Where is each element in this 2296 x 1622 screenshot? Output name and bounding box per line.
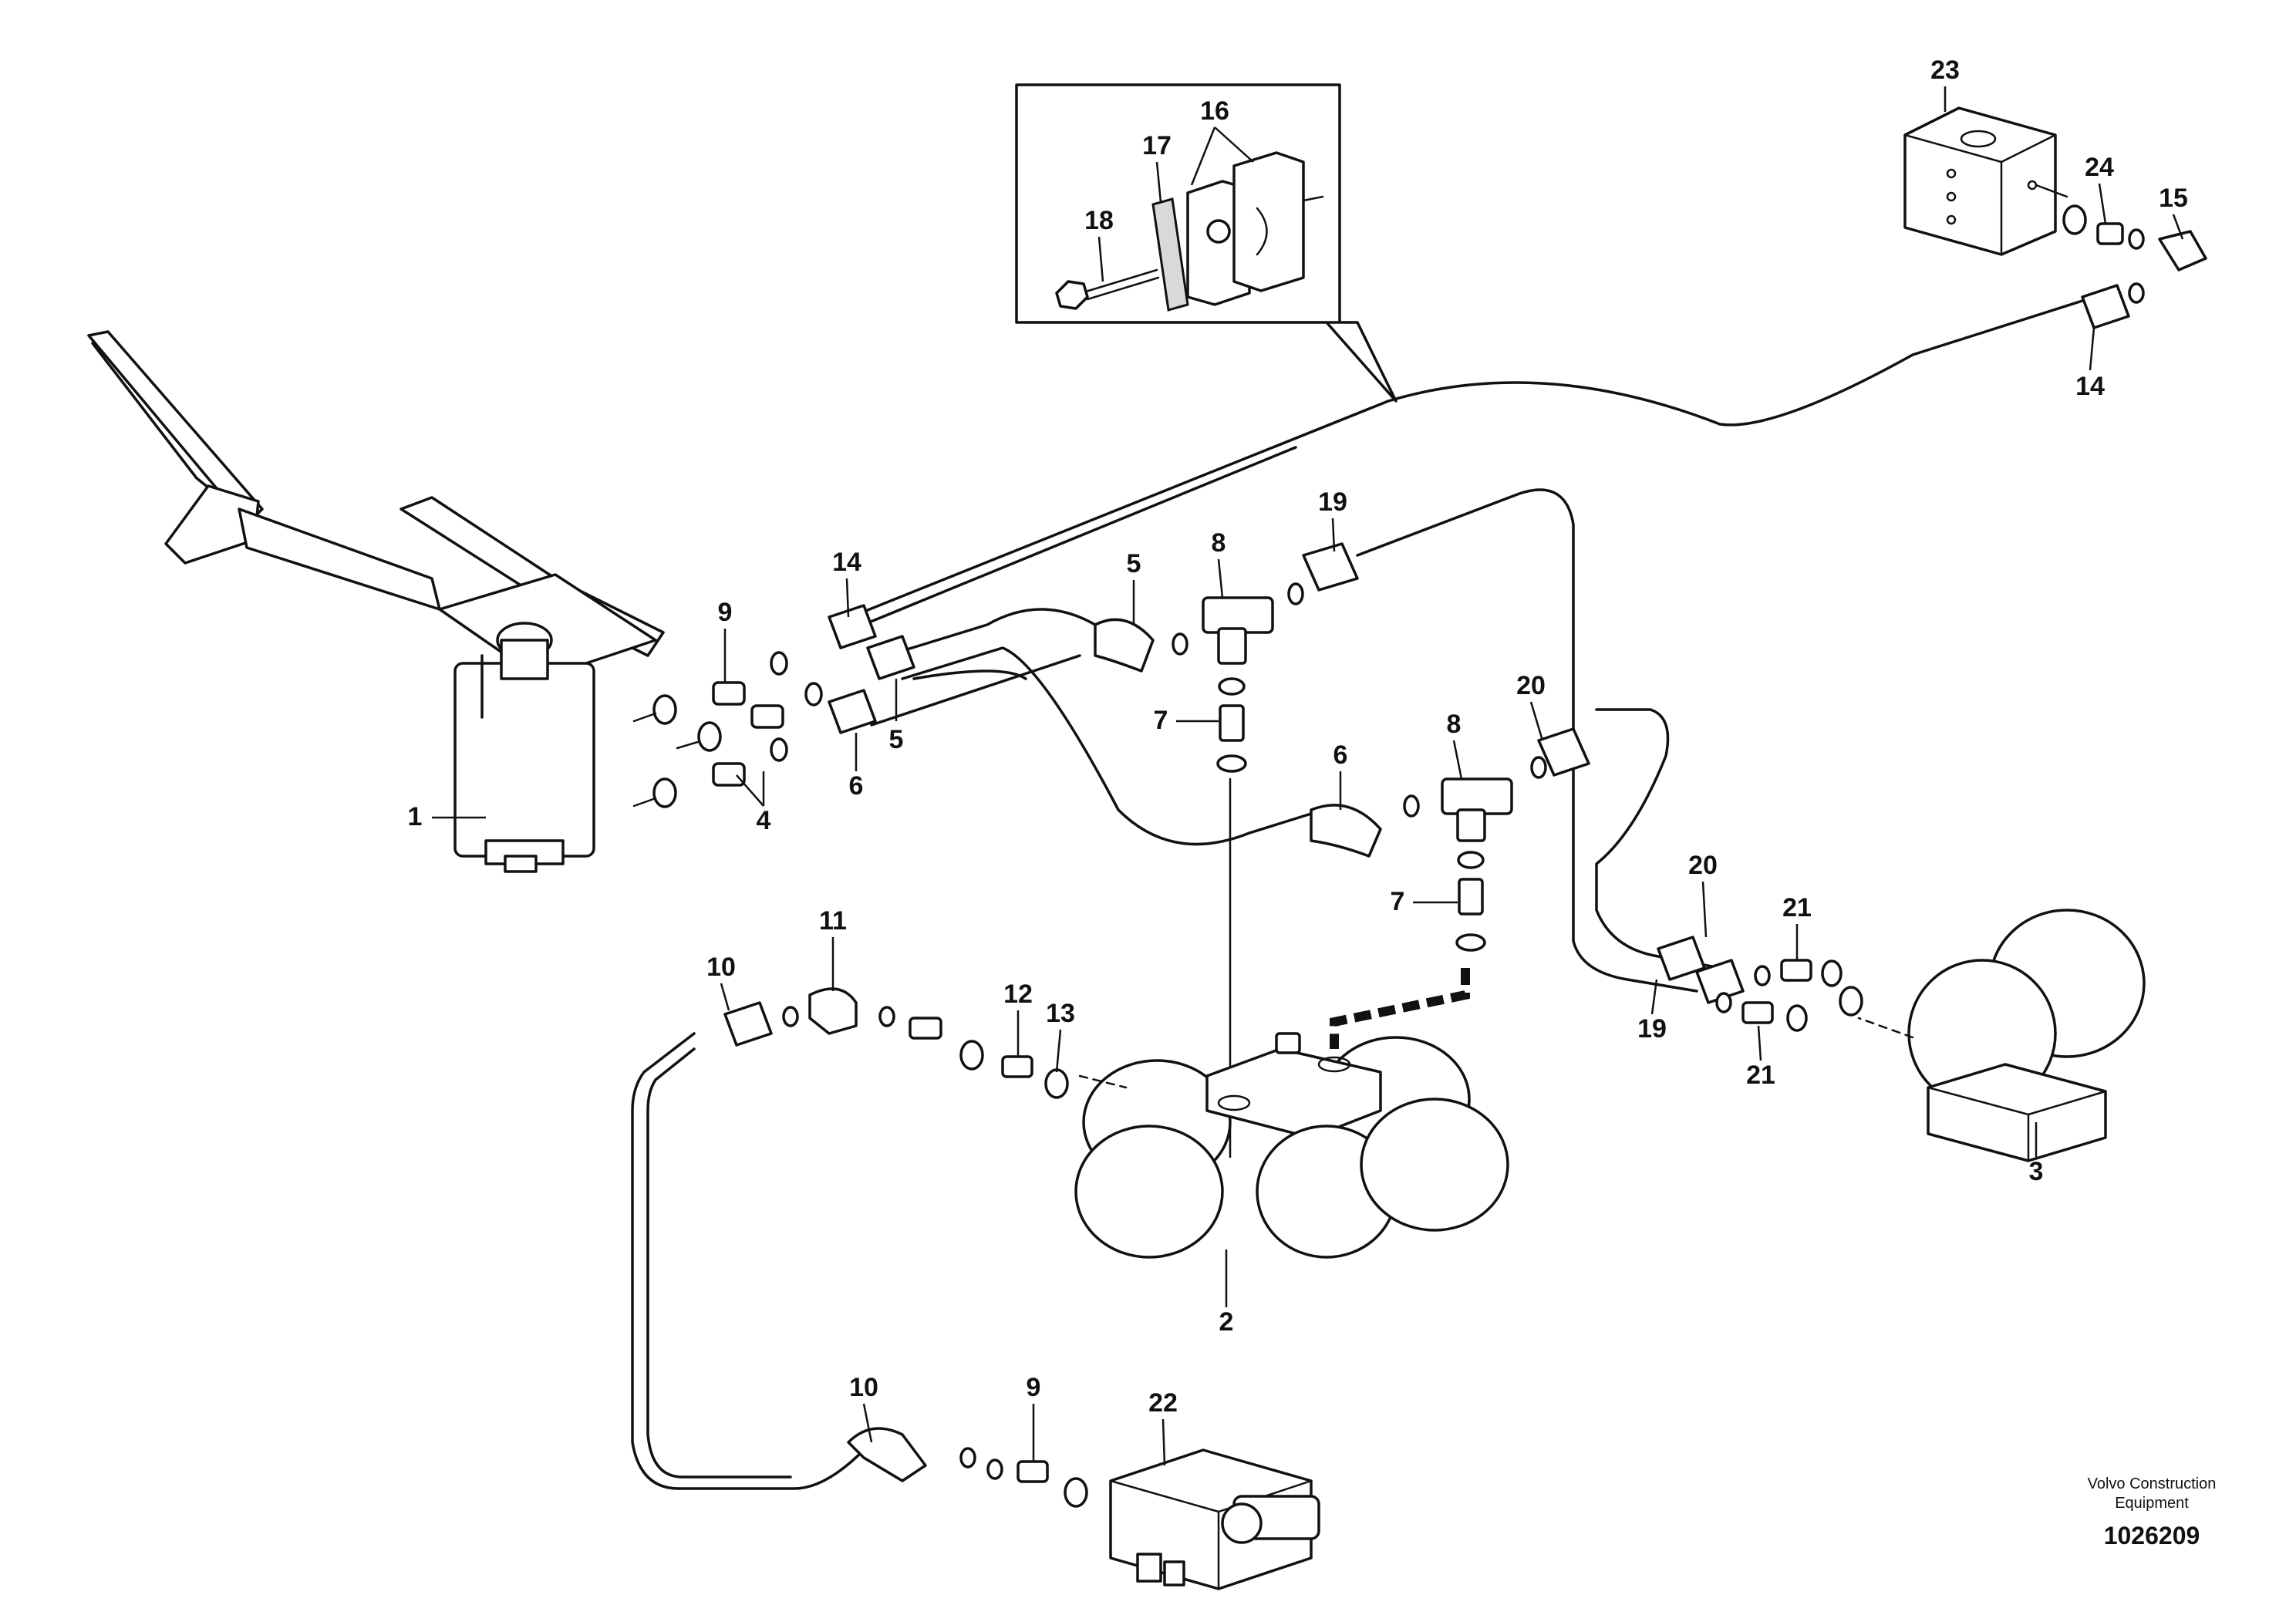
callout-label: 14 xyxy=(2075,372,2105,401)
accumulator-block-2 xyxy=(1074,1032,1509,1259)
tee-fitting-8-mid xyxy=(1310,727,1590,952)
callout-label: 24 xyxy=(2085,153,2114,182)
callout-label: 6 xyxy=(849,771,864,801)
hydraulic-lines xyxy=(631,299,2084,1490)
callout-label: 8 xyxy=(1212,528,1226,558)
brand-line-1: Volvo Construction xyxy=(2088,1475,2217,1492)
callout-label: 11 xyxy=(819,906,847,936)
fittings-lower-left xyxy=(723,987,1069,1099)
callout-label: 4 xyxy=(757,806,771,835)
fittings-left xyxy=(632,651,823,808)
callout-label: 23 xyxy=(1930,56,1960,85)
callout-label: 10 xyxy=(849,1373,878,1402)
callout-label: 5 xyxy=(1127,549,1141,578)
callout-label: 7 xyxy=(1154,706,1168,735)
pedal-assembly-1 xyxy=(87,330,665,873)
callout-label: 9 xyxy=(718,598,733,627)
callout-label: 14 xyxy=(832,548,861,577)
callout-label: 1 xyxy=(408,802,423,831)
callout-label: 12 xyxy=(1003,980,1033,1009)
callout-label: 2 xyxy=(1219,1307,1234,1337)
fittings-right xyxy=(1657,936,1863,1032)
callouts: 1 2 3 4 5 5 6 6 7 7 8 8 9 9 10 10 1 xyxy=(408,56,2188,1466)
brand-line-2: Equipment xyxy=(2115,1495,2189,1512)
nipple-7-top xyxy=(1216,677,1247,773)
block-23 xyxy=(1903,106,2207,329)
callout-label: 19 xyxy=(1318,487,1347,517)
callout-label: 18 xyxy=(1084,206,1114,235)
callout-label: 9 xyxy=(1027,1373,1041,1402)
callout-label: 6 xyxy=(1333,740,1348,770)
callout-label: 13 xyxy=(1046,999,1075,1028)
callout-label: 20 xyxy=(1688,851,1718,880)
valve-22 xyxy=(847,1427,1320,1590)
tee-fitting-8-top xyxy=(1094,542,1359,673)
brand-block: Volvo Construction Equipment 1026209 xyxy=(2088,1475,2217,1549)
detail-inset-clamp xyxy=(1015,83,1397,403)
callout-label: 20 xyxy=(1516,671,1546,700)
callout-label: 5 xyxy=(889,725,904,754)
hose-ends-left xyxy=(828,604,1081,734)
callout-label: 22 xyxy=(1148,1388,1178,1418)
callout-label: 21 xyxy=(1746,1061,1775,1090)
cover-plate-17 xyxy=(1151,197,1189,312)
callout-label: 16 xyxy=(1200,96,1229,126)
callout-label: 15 xyxy=(2159,184,2188,213)
callout-label: 7 xyxy=(1391,887,1405,916)
callout-label: 19 xyxy=(1637,1014,1667,1044)
callout-label: 3 xyxy=(2029,1157,2044,1186)
callout-label: 10 xyxy=(706,953,736,982)
callout-label: 17 xyxy=(1142,131,1172,160)
bolt-18 xyxy=(1055,268,1160,310)
callout-label: 21 xyxy=(1782,893,1812,922)
callout-label: 8 xyxy=(1447,710,1462,739)
document-number: 1026209 xyxy=(2104,1522,2200,1549)
accumulator-3 xyxy=(1857,909,2146,1162)
clamp-halves-16 xyxy=(1186,151,1324,306)
